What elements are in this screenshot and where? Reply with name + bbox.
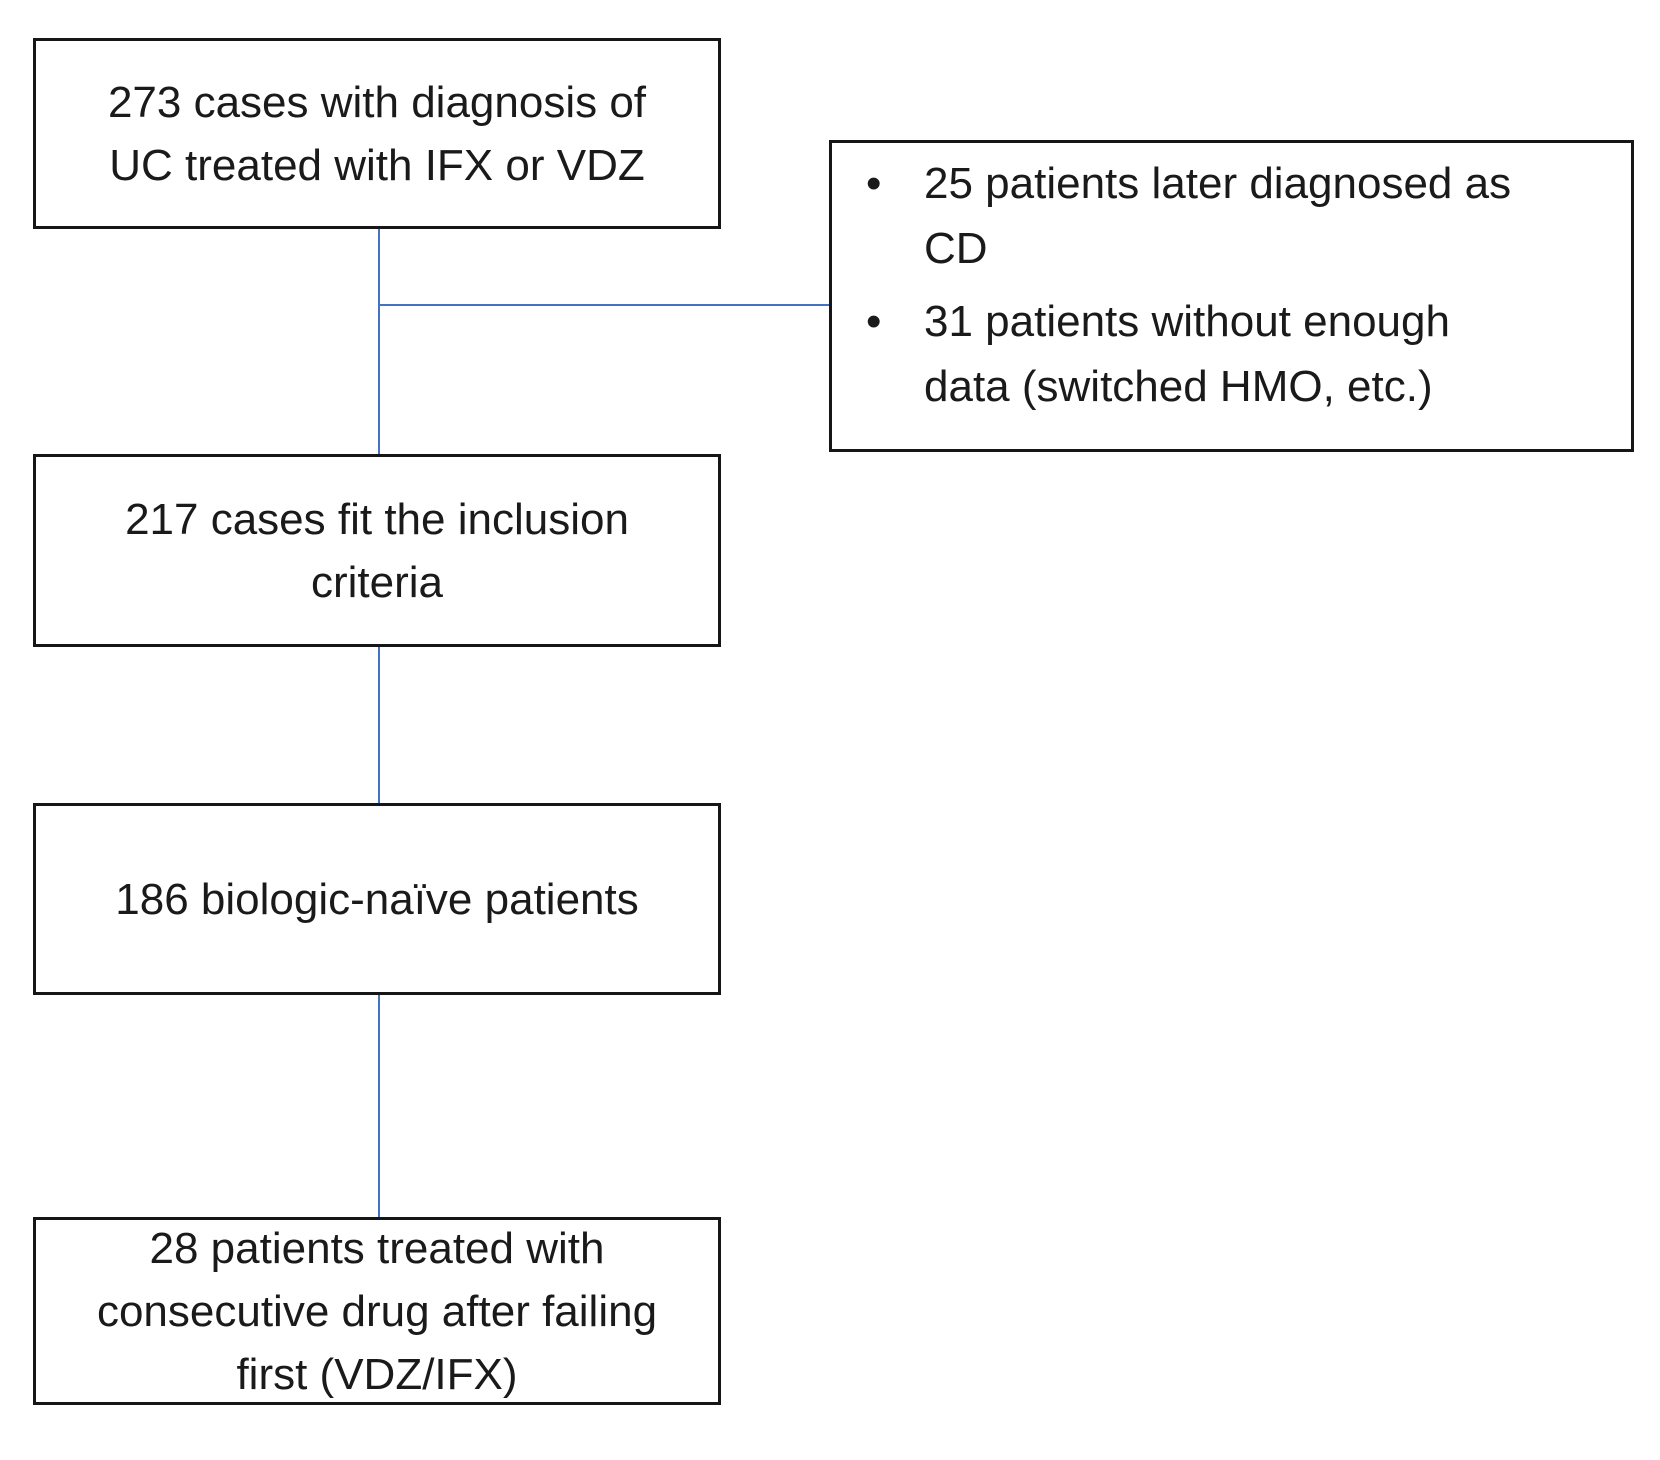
flow-node-186-patients: 186 biologic-naïve patients (33, 803, 721, 995)
exclusion-item-text: 31 patients without enough data (switche… (924, 297, 1450, 411)
connector-branch-to-exclusions (378, 304, 829, 306)
exclusion-item-text: 25 patients later diagnosed as CD (924, 159, 1512, 273)
bullet-icon: • (866, 297, 882, 346)
flow-node-217-cases: 217 cases fit the inclusion criteria (33, 454, 721, 647)
connector-line-top (378, 229, 380, 454)
connector-line-bottom (378, 995, 380, 1217)
connector-line-middle (378, 647, 380, 803)
flow-node-28-patients: 28 patients treated with consecutive dru… (33, 1217, 721, 1405)
exclusion-box: • 25 patients later diagnosed as CD • 31… (829, 140, 1634, 452)
exclusion-item-cd: • 25 patients later diagnosed as CD (852, 151, 1621, 281)
bullet-icon: • (866, 159, 882, 208)
exclusion-item-no-data: • 31 patients without enough data (switc… (852, 289, 1621, 419)
flow-node-273-cases: 273 cases with diagnosis of UC treated w… (33, 38, 721, 229)
